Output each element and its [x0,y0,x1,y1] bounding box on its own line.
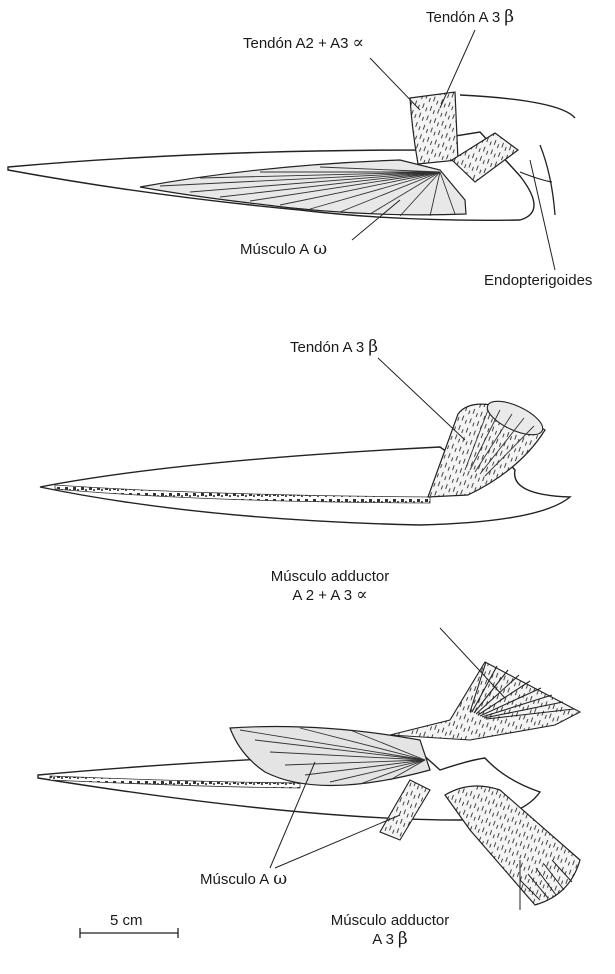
label-line-2: A 2 + A 3∝ [245,586,415,605]
label-line-1: Músculo adductor [245,568,415,586]
label-text: Endopterigoides [484,272,592,289]
label-endopterigoides: Endopterigoides [484,272,592,290]
scale-bar-label: 5 cm [110,912,143,930]
label-tendon-a2-a3: Tendón A2 + A3∝ [243,34,364,53]
label-text: Tendón A 3 [290,339,364,356]
label-line-1: Músculo adductor [305,912,475,930]
beta-symbol: β [504,7,514,27]
label-text: A 2 + A 3 [292,587,352,604]
label-text: A 3 [372,931,394,948]
label-text: Músculo A [240,241,309,258]
panel-3-jaw-diagram [38,662,580,905]
label-text: Tendón A 3 [426,9,500,26]
label-adductor-a2-a3: Músculo adductor A 2 + A 3∝ [245,568,415,605]
alpha-symbol: ∝ [356,585,368,605]
label-text: Músculo A [200,871,269,888]
panel-2-jaw-diagram [40,394,570,525]
beta-symbol: β [398,929,408,949]
alpha-symbol: ∝ [353,33,365,53]
omega-symbol: ω [273,869,287,889]
panel-1-jaw-diagram [8,92,575,220]
beta-symbol: β [368,337,378,357]
label-text: Tendón A2 + A3 [243,35,349,52]
omega-symbol: ω [313,239,327,259]
